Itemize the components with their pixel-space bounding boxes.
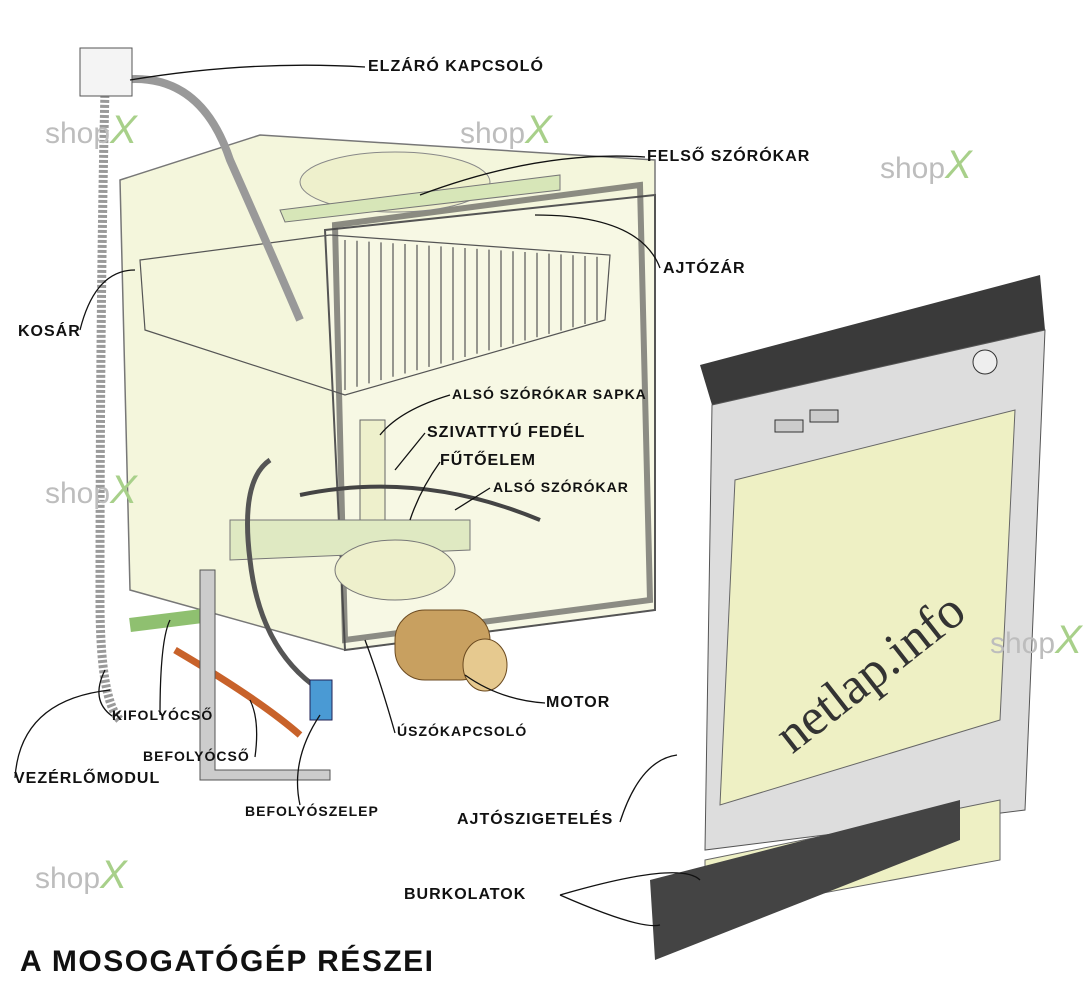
label-float-switch: ÚSZÓKAPCSOLÓ [397,723,528,739]
watermark-x: X [945,143,972,187]
label-control-module: VEZÉRLŐMODUL [14,770,161,787]
inlet-pipe [173,646,303,738]
label-lower-spray-arm: ALSÓ SZÓRÓKAR [493,479,629,495]
watermark: shopX [45,110,137,154]
leader-lines [14,64,701,927]
watermark-x: X [110,468,137,512]
watermark-text: shop [45,477,111,510]
label-pump-cover: SZIVATTYÚ FEDÉL [427,424,586,441]
inlet-valve-shape [309,679,333,721]
label-door-latch: AJTÓZÁR [663,260,746,277]
watermark-text: shop [460,117,526,150]
label-door-gasket: AJTÓSZIGETELÉS [457,811,614,828]
watermark-text: shop [990,627,1056,660]
label-shutoff-switch: ELZÁRÓ KAPCSOLÓ [368,58,544,75]
watermark-x: X [1055,618,1082,662]
watermark-text: shop [35,862,101,895]
label-lower-spray-arm-cap: ALSÓ SZÓRÓKAR SAPKA [452,386,647,402]
watermark-x: X [525,108,552,152]
watermark-x: X [100,853,127,897]
watermark-text: shop [45,117,111,150]
power-cable [119,75,304,322]
door-shape [650,275,1046,960]
basket-shape [139,234,611,396]
watermark: shopX [460,110,552,154]
watermark: shopX [45,470,137,514]
label-drain-hose: KIFOLYÓCSŐ [112,707,214,723]
watermark: shopX [35,855,127,899]
label-basket: KOSÁR [18,323,81,340]
shutoff-switch-box [79,47,133,97]
watermark-text: shop [880,152,946,185]
label-motor: MOTOR [546,694,611,711]
label-panels: BURKOLATOK [404,886,527,903]
label-inlet-hose: BEFOLYÓCSŐ [143,748,250,764]
upper-spray-arm-shape [279,174,561,223]
label-inlet-valve: BEFOLYÓSZELEP [245,803,379,819]
motor-shape [394,609,508,692]
watermark: shopX [880,145,972,189]
pump-assembly [229,419,541,601]
label-upper-spray-arm: FELSŐ SZÓRÓKAR [647,148,811,165]
watermark: shopX [990,620,1082,664]
watermark-x: X [110,108,137,152]
cable-hose [95,89,124,724]
label-heating-element: FŰTŐELEM [440,452,536,469]
diagram-title: A MOSOGATÓGÉP RÉSZEI [20,945,435,978]
